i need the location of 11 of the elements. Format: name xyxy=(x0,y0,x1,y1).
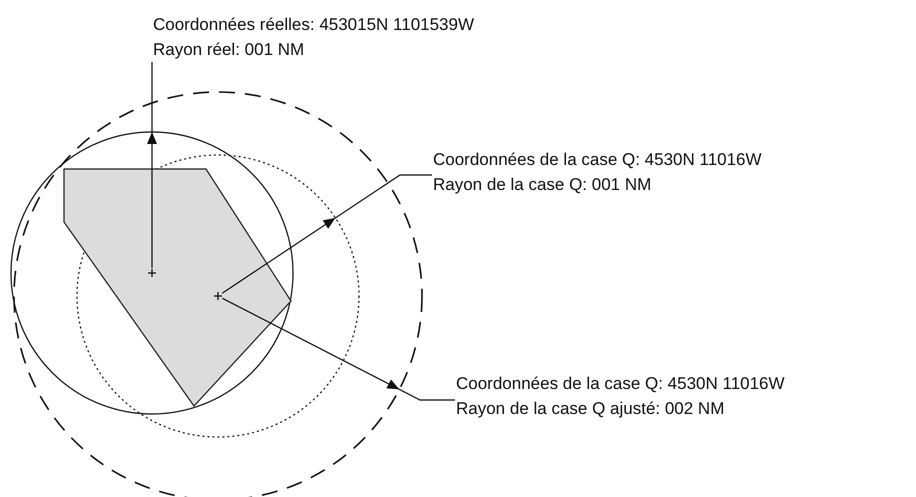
center-mark xyxy=(213,291,223,301)
arrow xyxy=(222,298,455,401)
coordinates-text: Coordonnées de la case Q: 4530N 11016W xyxy=(456,373,785,395)
arrow xyxy=(222,174,432,294)
radius-text: Rayon réel: 001 NM xyxy=(153,39,304,61)
arrow xyxy=(147,62,157,268)
center-mark xyxy=(147,268,157,278)
radius-text: Rayon de la case Q ajusté: 002 NM xyxy=(456,398,724,420)
coordinates-text: Coordonnées de la case Q: 4530N 11016W xyxy=(433,149,762,171)
coordinates-text: Coordonnées réelles: 453015N 1101539W xyxy=(153,14,474,36)
radius-text: Rayon de la case Q: 001 NM xyxy=(433,174,652,196)
